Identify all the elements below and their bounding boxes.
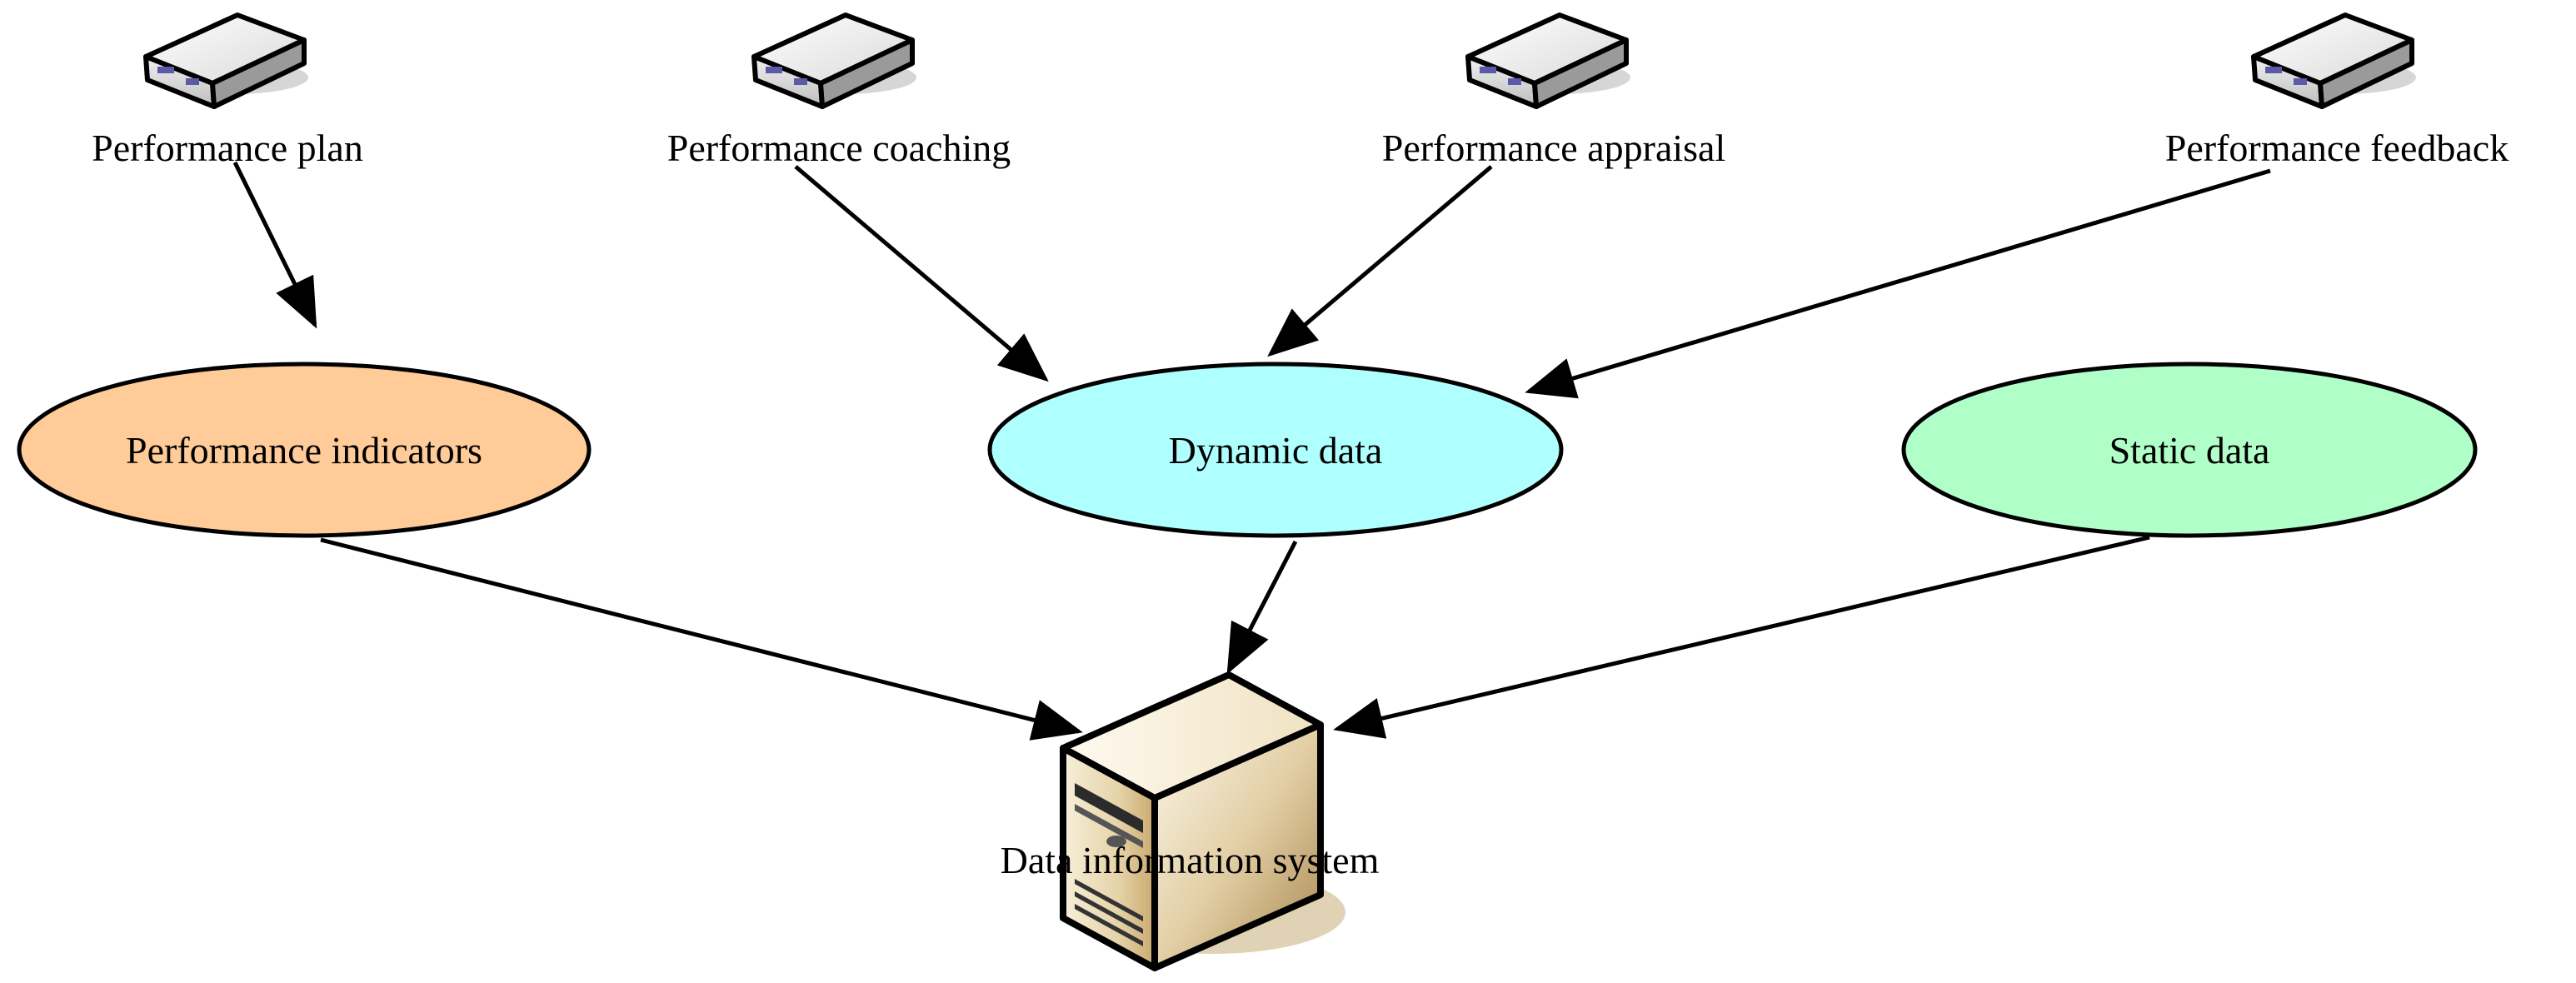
system-label: Data information system (1001, 839, 1380, 881)
node-static-data: Static data (1901, 362, 2478, 538)
node-label-static: Static data (2109, 429, 2270, 472)
edge-coaching-to-dynamic (794, 165, 1049, 382)
edge-indicators-to-system (320, 537, 1083, 741)
edge-dynamic-to-system (1226, 540, 1298, 675)
node-label-indicators: Performance indicators (126, 429, 482, 472)
edge-static-to-system (1333, 535, 2150, 739)
device-icon (2251, 12, 2416, 109)
edge-plan-to-indicators (232, 161, 317, 329)
source-label-feedback: Performance feedback (2165, 127, 2509, 169)
node-performance-indicators: Performance indicators (17, 362, 592, 538)
edge-appraisal-to-dynamic (1267, 165, 1493, 357)
server-icon (1060, 671, 1345, 971)
edges (232, 161, 2271, 741)
source-label-plan: Performance plan (92, 127, 363, 169)
edge-feedback-to-dynamic (1525, 168, 2271, 399)
source-label-appraisal: Performance appraisal (1382, 127, 1726, 169)
device-icon (751, 12, 916, 109)
node-label-dynamic: Dynamic data (1169, 429, 1383, 472)
device-icon (143, 12, 308, 109)
source-label-coaching: Performance coaching (667, 127, 1011, 169)
source-labels: Performance plan Performance coaching Pe… (92, 127, 2509, 169)
source-devices (143, 12, 2416, 109)
data-nodes: Performance indicators Dynamic data Stat… (17, 362, 2478, 538)
node-dynamic-data: Dynamic data (987, 362, 1564, 538)
device-icon (1465, 12, 1630, 109)
